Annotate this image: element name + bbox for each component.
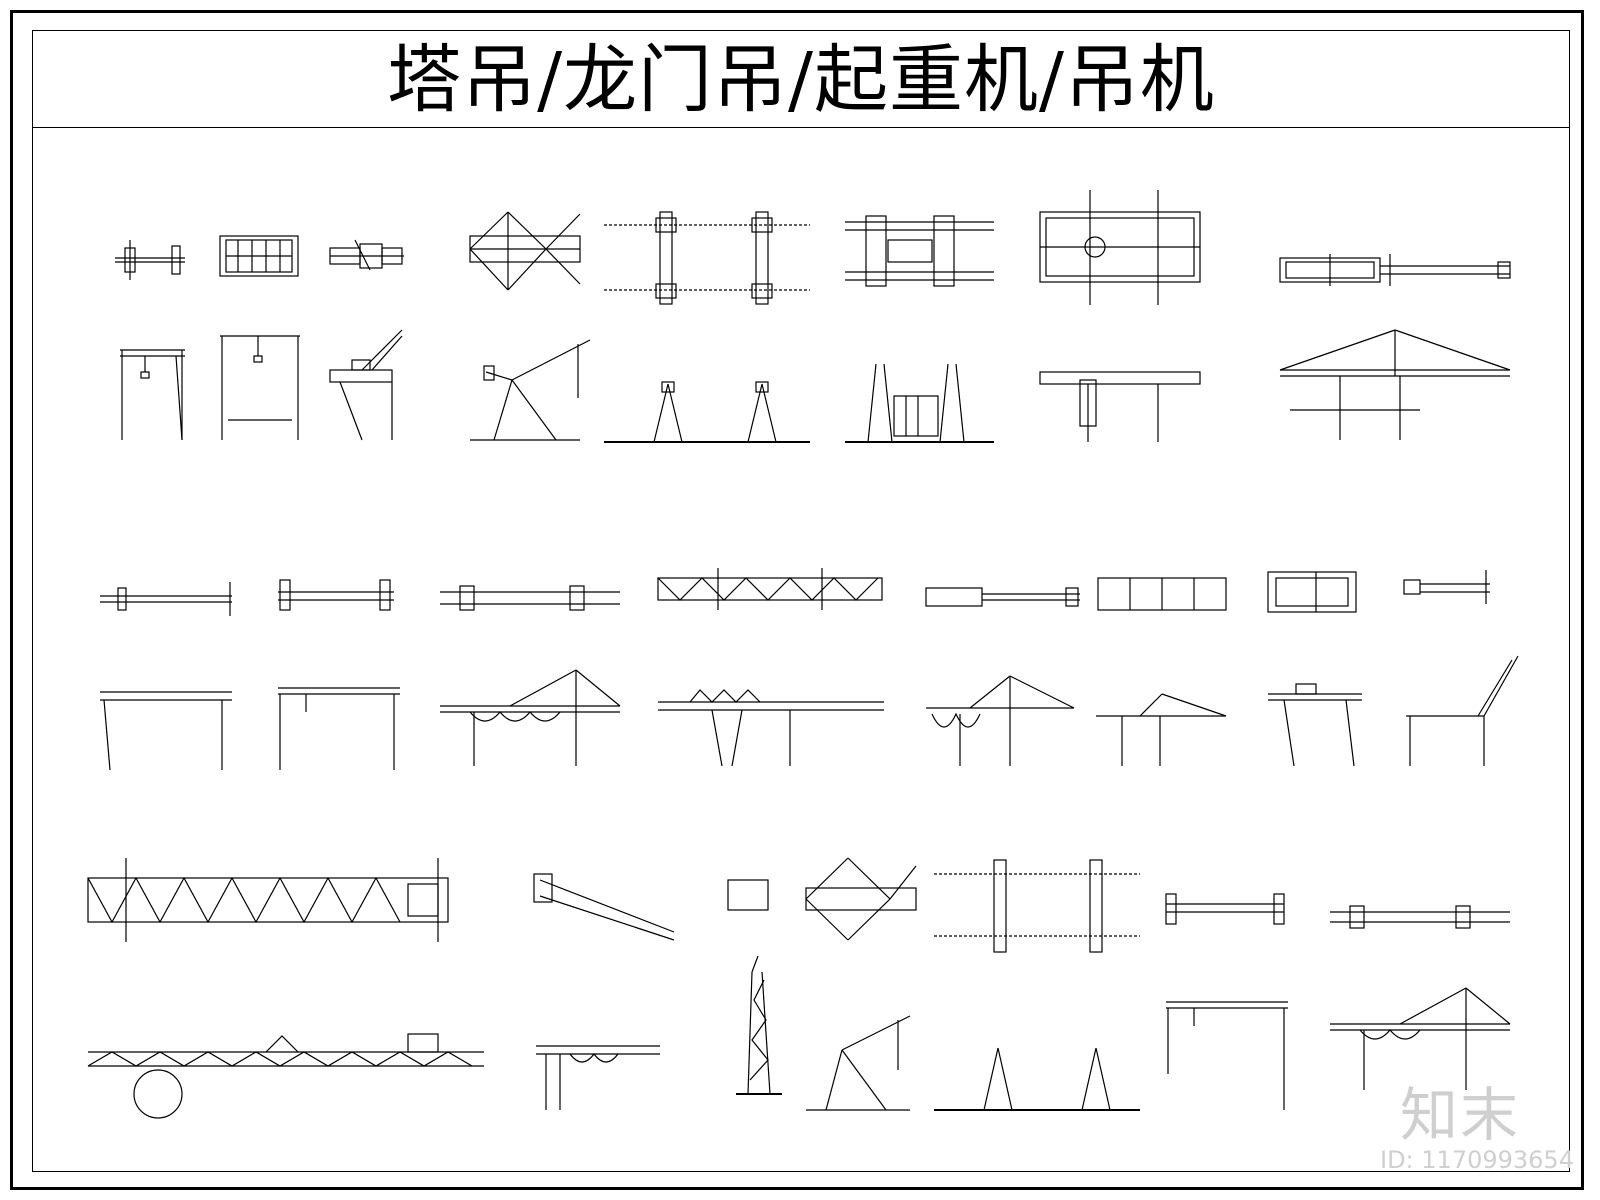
crane-plan-small-3 [329,239,404,271]
gantry-frame-plan [1039,190,1201,305]
beam-plan-4 [925,587,1080,607]
truss-plan-1 [657,568,883,610]
beam-plan-5 [1403,570,1490,604]
drawing-border-outer [10,10,1584,1190]
lattice-tower-crane [736,955,782,1095]
frame-plan-2 [1267,571,1357,613]
crane-plan-small-2 [219,235,299,277]
jib-crane-plan [469,211,581,291]
frame-plan-1 [1097,577,1227,611]
gantry-rail-plan-2 [845,215,994,287]
cantilever-gantry-elevation-2 [926,675,1075,766]
boom-crane-elevation [536,1045,660,1110]
jib-crane-elevation [470,339,591,441]
gantry-rail-plan-1 [604,211,810,305]
boom-plan [533,873,675,941]
beam-plan-3 [440,585,620,611]
gantry-leg-elevation-2 [934,1047,1140,1111]
cantilever-gantry-elevation-3 [1096,693,1227,766]
jib-crane-plan-2 [727,857,917,941]
gantry-leg-elevation-1 [604,381,810,443]
watermark-logo: 知末 [1400,1081,1521,1149]
beam-plan-2 [278,579,394,611]
cantilever-gantry-elevation-1 [440,669,621,766]
title-divider [32,127,1570,128]
gantry-elevation-4 [1166,1001,1288,1110]
jib-crane-elevation-2 [806,1015,911,1111]
beam-plan-7 [1330,905,1510,929]
crane-elevation-small-3 [329,329,403,441]
gantry-elevation-1 [100,691,232,771]
gantry-elevation-3 [1268,683,1362,767]
derrick-elevation [1406,655,1519,766]
crane-plan-small-1 [115,240,185,280]
gantry-elevation-2 [278,687,400,770]
gantry-overhang-elevation [1039,371,1201,442]
gantry-rail-plan-3 [934,859,1140,953]
beam-plan-1 [100,582,232,616]
ship-to-shore-crane-plan [1279,254,1511,286]
watermark-id: ID: 1170993654 [1380,1146,1574,1174]
large-truss-plan [87,858,449,942]
gantry-elevation-small-1 [120,349,185,441]
ship-to-shore-crane-elevation [1279,329,1511,440]
large-truss-elevation [87,1033,484,1119]
beam-plan-6 [1165,893,1285,925]
drawing-border-inner [32,30,1570,1172]
gantry-container-elevation [845,363,994,443]
truss-gantry-elevation [658,689,884,767]
gantry-elevation-small-2 [220,335,300,440]
page-title: 塔吊/龙门吊/起重机/吊机 [387,37,1215,123]
cantilever-gantry-elevation-4 [1330,987,1511,1090]
